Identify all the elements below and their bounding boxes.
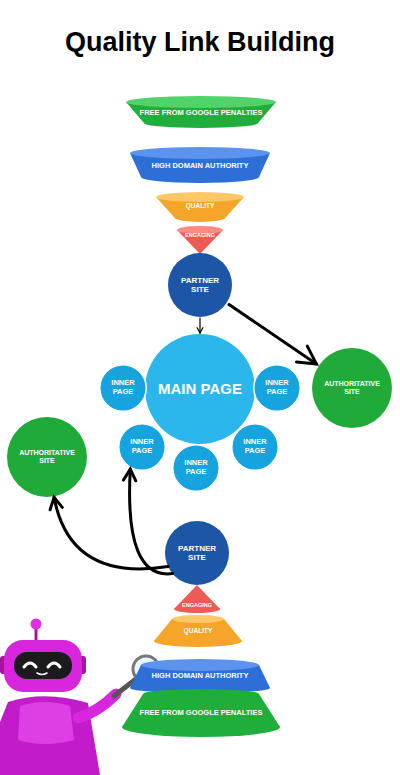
node-label: AUTHORITATIVE SITE	[316, 380, 388, 396]
site-circle: AUTHORITATIVE SITE	[312, 348, 392, 428]
connector-arrow	[197, 318, 203, 333]
node-label-box: PARTNER SITE	[175, 276, 225, 294]
funnel-band: QUALITY	[154, 615, 242, 647]
node-label-box: INNER PAGE	[178, 459, 214, 476]
band-rim	[126, 96, 276, 108]
site-circle: INNER PAGE	[253, 364, 301, 412]
circle-fill	[100, 365, 147, 412]
funnel-band: QUALITY	[156, 192, 244, 222]
connector-arrow	[50, 497, 168, 569]
arrow-head	[123, 469, 135, 481]
funnel-band: HIGH DOMAIN AUTHORITY	[130, 147, 270, 183]
node-label: INNER PAGE	[178, 459, 214, 476]
funnel-band: ENGAGING	[174, 585, 220, 613]
node-label-box: INNER PAGE	[105, 379, 141, 396]
band-shape	[174, 585, 220, 613]
connector-arrow	[229, 305, 316, 364]
node-label: FREE FROM GOOGLE PENALTIES	[140, 709, 263, 718]
node-label: PARTNER SITE	[172, 544, 222, 562]
funnel-band: HIGH DOMAIN AUTHORITY	[130, 659, 270, 693]
robot-antenna	[31, 619, 42, 644]
circle-fill	[232, 424, 279, 471]
node-label: QUALITY	[184, 627, 213, 634]
site-circle: PARTNER SITE	[165, 521, 229, 585]
site-circle: INNER PAGE	[172, 444, 220, 492]
node-label: MAIN PAGE	[147, 380, 253, 397]
node-label-box: FREE FROM GOOGLE PENALTIES	[140, 109, 263, 118]
node-label-box: QUALITY	[184, 627, 213, 634]
node-label: HIGH DOMAIN AUTHORITY	[152, 162, 249, 171]
site-circle: MAIN PAGE	[145, 334, 255, 444]
circle-fill	[165, 521, 229, 585]
band-rim	[156, 192, 244, 202]
band-body	[177, 230, 223, 254]
funnel-band: ENGAGING	[177, 226, 223, 254]
node-label: INNER PAGE	[105, 379, 141, 396]
site-circle: INNER PAGE	[231, 423, 279, 471]
site-circle: PARTNER SITE	[168, 253, 232, 317]
funnel-band: FREE FROM GOOGLE PENALTIES	[122, 689, 280, 737]
node-label: INNER PAGE	[124, 438, 160, 455]
connector-line	[229, 305, 316, 364]
node-label-box: HIGH DOMAIN AUTHORITY	[152, 162, 249, 171]
circle-fill	[145, 334, 255, 444]
connector-arrow	[123, 469, 172, 574]
site-circle: INNER PAGE	[99, 364, 147, 412]
robot-body	[0, 696, 100, 775]
connector-line	[54, 497, 168, 569]
arrow-head	[50, 497, 62, 509]
node-label: ENGAGING	[182, 602, 212, 608]
band-rim	[172, 615, 224, 623]
node-label-box: INNER PAGE	[124, 438, 160, 455]
funnel-band: FREE FROM GOOGLE PENALTIES	[126, 96, 276, 128]
arrow-head	[297, 346, 317, 364]
site-circle: INNER PAGE	[118, 423, 166, 471]
node-label-box: AUTHORITATIVE SITE	[316, 380, 388, 396]
band-rim	[143, 689, 259, 699]
node-label-box: MAIN PAGE	[147, 380, 253, 397]
node-label-box: FREE FROM GOOGLE PENALTIES	[140, 709, 263, 718]
node-label-box: HIGH DOMAIN AUTHORITY	[152, 672, 249, 681]
node-label-box: QUALITY	[186, 202, 215, 209]
circle-fill	[173, 445, 220, 492]
band-rim	[130, 147, 270, 159]
site-circle: AUTHORITATIVE SITE	[7, 417, 87, 497]
node-label-box: INNER PAGE	[237, 438, 273, 455]
diagram-title: Quality Link Building	[0, 27, 400, 58]
node-label: ENGAGING	[185, 232, 215, 238]
circle-fill	[7, 417, 87, 497]
node-label: AUTHORITATIVE SITE	[11, 449, 83, 465]
arrow-head	[197, 328, 203, 333]
node-label-box: ENGAGING	[185, 232, 215, 238]
circle-fill	[312, 348, 392, 428]
connector-line	[199, 318, 200, 333]
connector-line	[130, 469, 173, 574]
node-label: INNER PAGE	[237, 438, 273, 455]
circle-fill	[119, 424, 166, 471]
node-label-box: PARTNER SITE	[172, 544, 222, 562]
node-label: QUALITY	[186, 202, 215, 209]
node-label-box: ENGAGING	[182, 602, 212, 608]
node-label-box: INNER PAGE	[259, 379, 295, 396]
node-label-box: AUTHORITATIVE SITE	[11, 449, 83, 465]
circle-fill	[254, 365, 301, 412]
node-label: PARTNER SITE	[175, 276, 225, 294]
circle-fill	[168, 253, 232, 317]
band-shape	[177, 226, 223, 254]
robot-arm	[78, 679, 136, 718]
robot-head	[0, 640, 86, 692]
node-label: FREE FROM GOOGLE PENALTIES	[140, 109, 263, 118]
band-rim	[141, 659, 259, 671]
node-label: INNER PAGE	[259, 379, 295, 396]
node-label: HIGH DOMAIN AUTHORITY	[152, 672, 249, 681]
band-body	[174, 585, 220, 609]
